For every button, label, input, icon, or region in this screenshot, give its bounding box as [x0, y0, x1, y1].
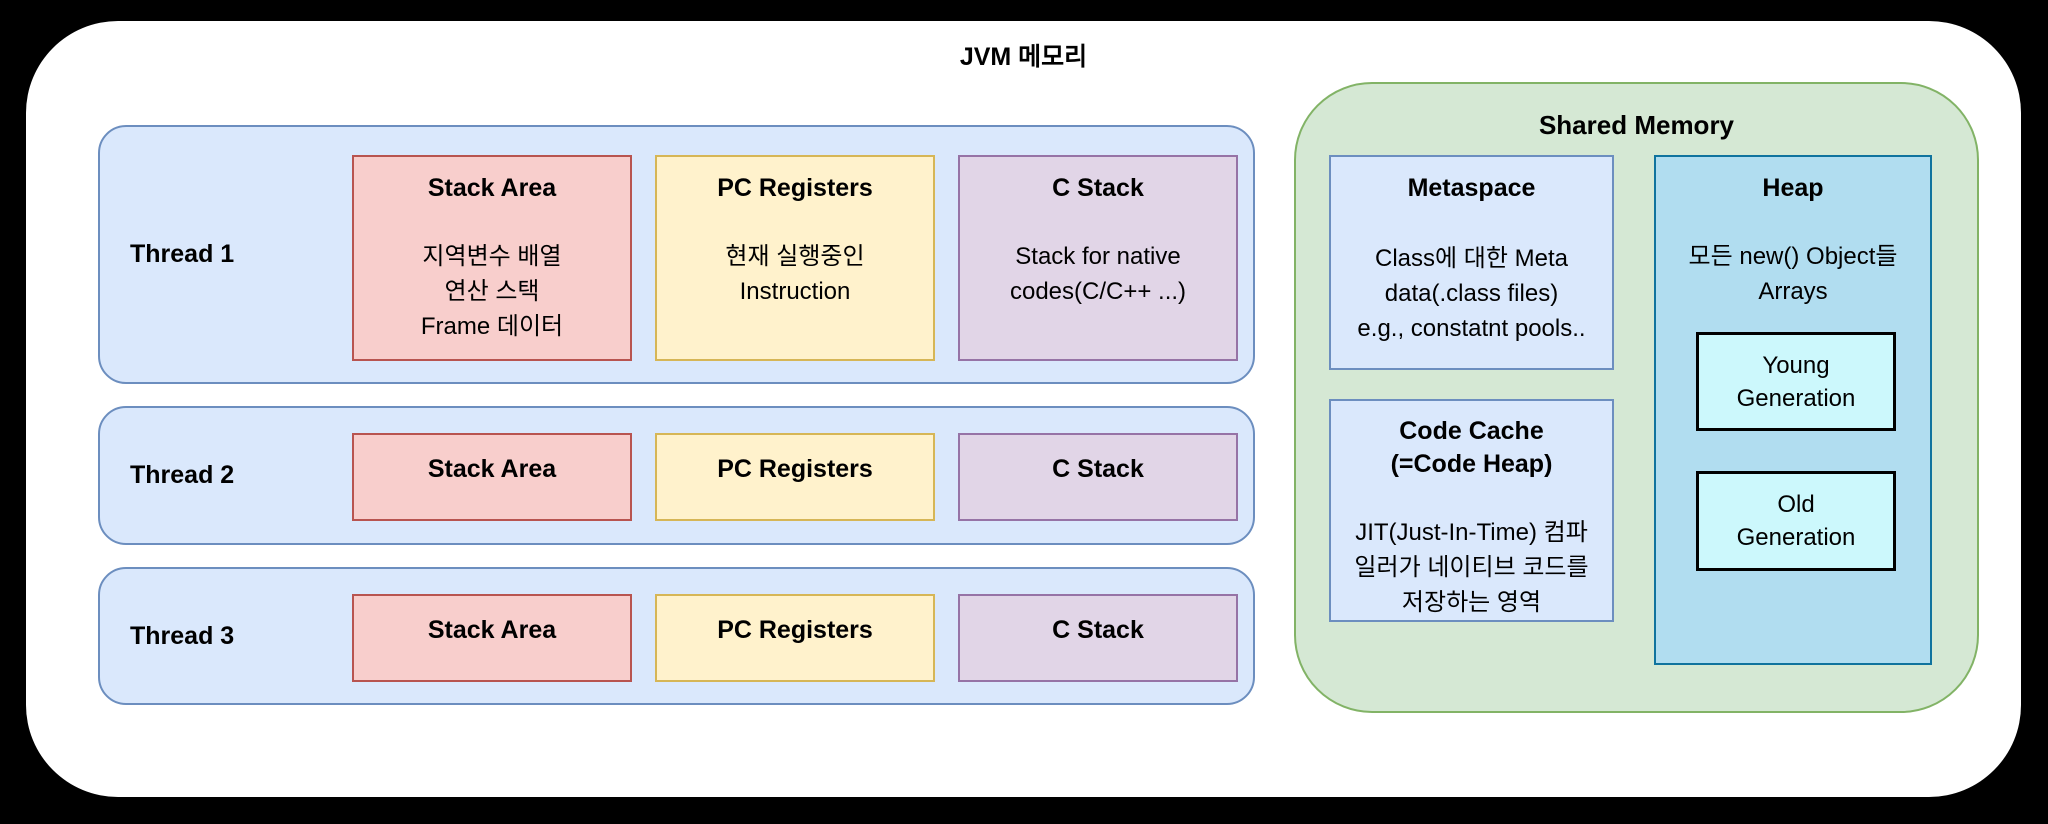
- young-generation-line-1: Young: [1762, 351, 1830, 379]
- thread-2-stack-area-box: Stack Area: [352, 433, 632, 521]
- thread-2-row: Thread 2 Stack Area PC Registers C Stack: [98, 406, 1255, 545]
- heap-line-2: Arrays: [1758, 278, 1828, 305]
- thread-1-pc-registers-box: PC Registers 현재 실행중인 Instruction: [655, 155, 935, 361]
- code-cache-line-3: 저장하는 영역: [1401, 589, 1542, 616]
- c-stack-title: C Stack: [1052, 616, 1144, 644]
- thread-2-label: Thread 2: [130, 461, 235, 489]
- thread-3-c-stack-box: C Stack: [958, 594, 1238, 682]
- code-cache-line-1: JIT(Just-In-Time) 컴파: [1355, 519, 1588, 546]
- stack-area-title: Stack Area: [427, 174, 557, 202]
- pc-registers-line-2: Instruction: [739, 278, 851, 305]
- thread-2-c-stack-box: C Stack: [958, 433, 1238, 521]
- pc-registers-title: PC Registers: [717, 174, 873, 202]
- thread-3-row: Thread 3 Stack Area PC Registers C Stack: [98, 567, 1255, 705]
- page-title: JVM 메모리: [959, 43, 1088, 71]
- heap-box: Heap 모든 new() Object들 Arrays Young Gener…: [1654, 155, 1932, 665]
- heap-description: 모든 new() Object들 Arrays: [1656, 239, 1930, 309]
- metaspace-line-3: e.g., constatnt pools..: [1357, 315, 1586, 342]
- thread-1-stack-area-box: Stack Area 지역변수 배열 연산 스택 Frame 데이터: [352, 155, 632, 361]
- metaspace-title: Metaspace: [1407, 174, 1536, 202]
- code-cache-title: Code Cache (=Code Heap): [1331, 415, 1612, 481]
- code-cache-description: JIT(Just-In-Time) 컴파 일러가 네이티브 코드를 저장하는 영…: [1331, 515, 1612, 620]
- stack-area-title: Stack Area: [427, 616, 557, 644]
- young-generation-line-2: Generation: [1736, 384, 1856, 412]
- metaspace-box: Metaspace Class에 대한 Meta data(.class fil…: [1329, 155, 1614, 370]
- stack-area-title: Stack Area: [427, 455, 557, 483]
- pc-registers-title: PC Registers: [717, 616, 873, 644]
- c-stack-line-2: codes(C/C++ ...): [1009, 278, 1187, 305]
- thread-1-c-stack-box: C Stack Stack for native codes(C/C++ ...…: [958, 155, 1238, 361]
- c-stack-title: C Stack: [1052, 455, 1144, 483]
- thread-2-pc-registers-box: PC Registers: [655, 433, 935, 521]
- diagram-canvas: JVM 메모리 Thread 1 Stack Area 지역변수 배열 연산 스…: [26, 21, 2021, 797]
- stack-area-line-2: 연산 스택: [444, 278, 540, 305]
- thread-1-label: Thread 1: [130, 240, 235, 268]
- heap-title: Heap: [1762, 174, 1824, 202]
- metaspace-line-2: data(.class files): [1384, 280, 1559, 307]
- code-cache-title-line-2: (=Code Heap): [1390, 450, 1553, 478]
- pc-registers-title: PC Registers: [717, 455, 873, 483]
- code-cache-line-2: 일러가 네이티브 코드를: [1354, 554, 1589, 581]
- old-generation-line-2: Generation: [1736, 524, 1856, 551]
- heap-line-1: 모든 new() Object들: [1688, 243, 1898, 270]
- stack-area-line-1: 지역변수 배열: [422, 243, 562, 270]
- metaspace-line-1: Class에 대한 Meta: [1375, 245, 1568, 272]
- shared-memory-title: Shared Memory: [1538, 110, 1735, 140]
- code-cache-title-line-1: Code Cache: [1399, 417, 1544, 445]
- thread-3-stack-area-box: Stack Area: [352, 594, 632, 682]
- young-generation-box: Young Generation: [1696, 332, 1896, 431]
- old-generation-line-1: Old: [1777, 491, 1815, 518]
- c-stack-line-1: Stack for native: [1015, 243, 1181, 270]
- old-generation-box: Old Generation: [1696, 471, 1896, 571]
- thread-3-pc-registers-box: PC Registers: [655, 594, 935, 682]
- metaspace-description: Class에 대한 Meta data(.class files) e.g., …: [1331, 241, 1612, 346]
- stack-area-description: 지역변수 배열 연산 스택 Frame 데이터: [354, 239, 630, 344]
- thread-3-label: Thread 3: [130, 621, 235, 650]
- thread-1-row: Thread 1 Stack Area 지역변수 배열 연산 스택 Frame …: [98, 125, 1255, 384]
- shared-memory-container: Shared Memory Metaspace Class에 대한 Meta d…: [1294, 82, 1979, 713]
- pc-registers-line-1: 현재 실행중인: [725, 243, 865, 270]
- c-stack-title: C Stack: [1052, 174, 1144, 202]
- c-stack-description: Stack for native codes(C/C++ ...): [960, 239, 1236, 309]
- pc-registers-description: 현재 실행중인 Instruction: [657, 239, 933, 309]
- stack-area-line-3: Frame 데이터: [420, 313, 564, 340]
- code-cache-box: Code Cache (=Code Heap) JIT(Just-In-Time…: [1329, 399, 1614, 622]
